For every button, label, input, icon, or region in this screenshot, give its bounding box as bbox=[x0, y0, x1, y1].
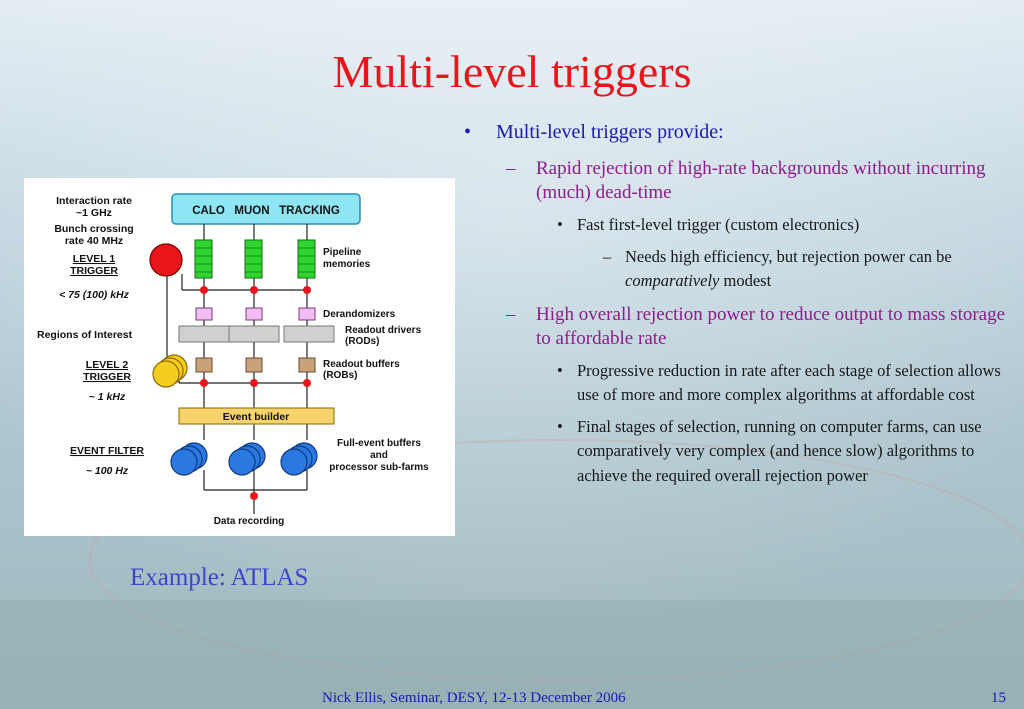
bullet-level3: • Progressive reduction in rate after ea… bbox=[462, 359, 1007, 408]
bullet-level4: – Needs high efficiency, but rejection p… bbox=[462, 245, 1007, 294]
derandomizers-label: Derandomizers bbox=[323, 309, 396, 320]
readout-drivers-label: Readout drivers bbox=[345, 325, 422, 336]
readout-buffers bbox=[195, 357, 316, 373]
level1-trigger-label: LEVEL 1 bbox=[73, 253, 116, 265]
derandomizers bbox=[195, 307, 316, 321]
readout-drivers-label-2: (RODs) bbox=[345, 336, 379, 347]
full-event-label: Full-event buffers bbox=[337, 438, 421, 449]
bullet-level2: – High overall rejection power to reduce… bbox=[462, 303, 1007, 351]
event-filter-label: EVENT FILTER bbox=[70, 445, 144, 457]
pipeline-memories bbox=[194, 239, 316, 279]
junction-dots bbox=[200, 286, 311, 500]
level2-rate: ~ 1 kHz bbox=[89, 391, 126, 403]
page-number: 15 bbox=[991, 690, 1006, 706]
level1-rate: < 75 (100) kHz bbox=[59, 289, 129, 301]
full-event-label-3: processor sub-farms bbox=[329, 462, 429, 473]
slide-footer: Nick Ellis, Seminar, DESY, 12-13 Decembe… bbox=[322, 690, 626, 706]
pipeline-label: Pipeline bbox=[323, 247, 362, 258]
bullet-text-end: modest bbox=[719, 271, 772, 290]
bullet-marker: • bbox=[464, 121, 472, 143]
bullet-text: Fast first-level trigger (custom electro… bbox=[577, 215, 860, 234]
full-event-label-2: and bbox=[370, 450, 388, 461]
level1-trigger-label-2: TRIGGER bbox=[70, 265, 118, 277]
atlas-trigger-diagram: CALO MUON TRACKING Interaction rate ~1 G… bbox=[24, 178, 455, 536]
interaction-rate-label: Interaction rate bbox=[56, 195, 132, 207]
detector-box bbox=[171, 193, 361, 225]
bullet-level3: • Final stages of selection, running on … bbox=[462, 415, 1007, 489]
bullet-marker: – bbox=[603, 246, 612, 266]
bullet-list: • Multi-level triggers provide: – Rapid … bbox=[462, 120, 1007, 495]
bullet-text: Progressive reduction in rate after each… bbox=[577, 360, 1001, 405]
bullet-level1: • Multi-level triggers provide: bbox=[462, 120, 1007, 145]
event-builder-label: Event builder bbox=[223, 411, 290, 423]
diagram-caption: Example: ATLAS bbox=[130, 564, 309, 591]
level2-trigger-node bbox=[152, 354, 188, 388]
bunch-crossing-rate: rate 40 MHz bbox=[65, 235, 123, 247]
bullet-marker: • bbox=[557, 215, 563, 234]
bullet-marker: • bbox=[557, 416, 563, 436]
bullet-text: High overall rejection power to reduce o… bbox=[536, 303, 1006, 349]
slide-title: Multi-level triggers bbox=[332, 46, 692, 97]
level2-trigger-label: LEVEL 2 bbox=[86, 359, 129, 371]
readout-buffers-label: Readout buffers bbox=[323, 359, 400, 370]
bullet-marker: – bbox=[506, 303, 516, 325]
bullet-text: Multi-level triggers provide: bbox=[496, 121, 724, 143]
roi-label: Regions of Interest bbox=[37, 329, 133, 341]
level1-trigger-node bbox=[149, 243, 183, 277]
bullet-text: Rapid rejection of high-rate backgrounds… bbox=[536, 158, 986, 203]
event-filter-rate: ~ 100 Hz bbox=[86, 465, 129, 477]
level2-trigger-label-2: TRIGGER bbox=[83, 371, 131, 383]
pipeline-label-2: memories bbox=[323, 259, 371, 270]
bullet-level2: – Rapid rejection of high-rate backgroun… bbox=[462, 157, 1007, 205]
bullet-text: Final stages of selection, running on co… bbox=[577, 416, 982, 485]
data-recording-label: Data recording bbox=[214, 516, 285, 527]
readout-buffers-label-2: (ROBs) bbox=[323, 370, 357, 381]
bullet-marker: – bbox=[506, 158, 516, 179]
bullet-emphasis: comparatively bbox=[625, 271, 720, 290]
bullet-marker: • bbox=[557, 360, 563, 380]
readout-drivers bbox=[178, 325, 335, 343]
event-builder-box bbox=[178, 407, 335, 425]
bullet-level3: • Fast first-level trigger (custom elect… bbox=[462, 213, 1007, 238]
processor-farms bbox=[170, 442, 318, 476]
detector-label: CALO MUON TRACKING bbox=[192, 205, 340, 217]
bullet-text: Needs high efficiency, but rejection pow… bbox=[625, 246, 952, 266]
interaction-rate-value: ~1 GHz bbox=[76, 207, 112, 219]
bunch-crossing-label: Bunch crossing bbox=[54, 223, 133, 235]
